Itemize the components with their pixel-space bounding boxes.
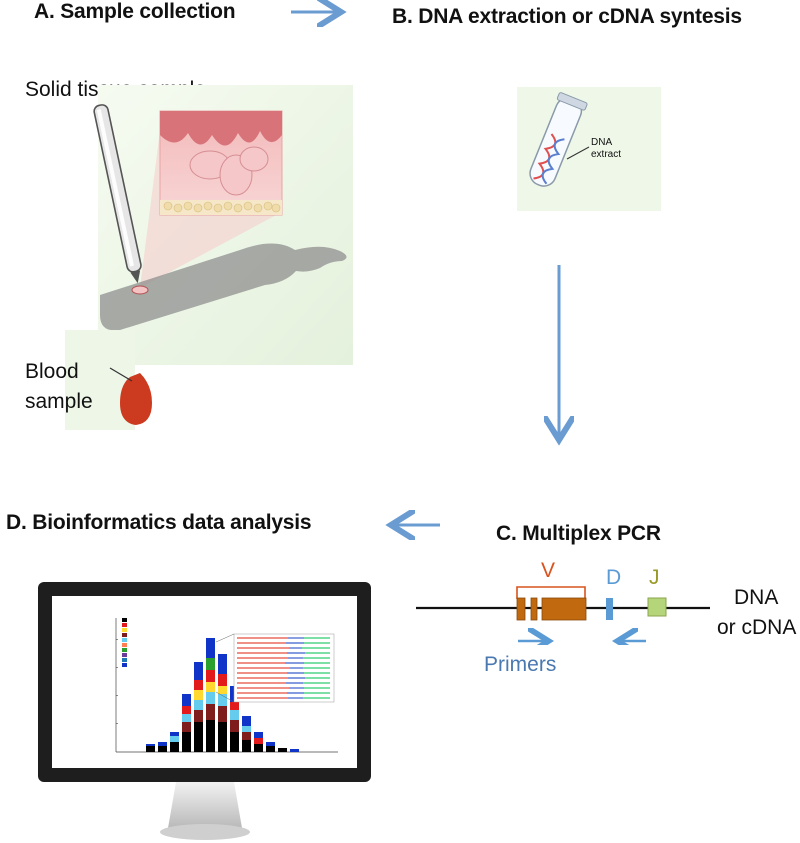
segment-j-label: J xyxy=(649,566,660,589)
arm-silhouette xyxy=(100,243,347,331)
step-d-title: D. Bioinformatics data analysis xyxy=(6,511,312,534)
v-bracket xyxy=(516,586,586,599)
segment-v-label: V xyxy=(541,559,556,582)
cdna-label: or cDNA xyxy=(717,616,797,639)
chart-legend xyxy=(122,618,127,667)
monitor-illustration xyxy=(38,582,371,840)
dna-label: DNA xyxy=(734,586,779,609)
j-segment xyxy=(647,597,667,617)
d-segment xyxy=(606,598,613,620)
tissue-zoom-inset xyxy=(159,110,283,216)
v-segment-2 xyxy=(530,597,538,621)
step-c-title: C. Multiplex PCR xyxy=(496,522,661,545)
segment-d-label: D xyxy=(606,566,622,589)
blood-drop-icon xyxy=(120,373,152,425)
monitor-stand xyxy=(168,782,242,828)
blood-sample-label: Blood sample xyxy=(25,360,93,413)
v-segment-1 xyxy=(516,597,526,621)
tissue-sampling-illustration xyxy=(65,85,353,430)
step-b-title: B. DNA extraction or cDNA syntesis xyxy=(392,5,742,28)
biopsy-pen-icon xyxy=(93,104,142,284)
test-tube-icon xyxy=(529,92,588,187)
dna-extract-label: DNA extract xyxy=(591,137,622,160)
dna-extract-tube-illustration xyxy=(517,87,661,211)
primers-label: Primers xyxy=(484,653,557,676)
vdj-gene-diagram xyxy=(416,586,710,645)
step-a-title: A. Sample collection xyxy=(34,0,236,23)
v-segment-3 xyxy=(541,597,587,621)
sequence-alignment-inset xyxy=(215,633,335,703)
